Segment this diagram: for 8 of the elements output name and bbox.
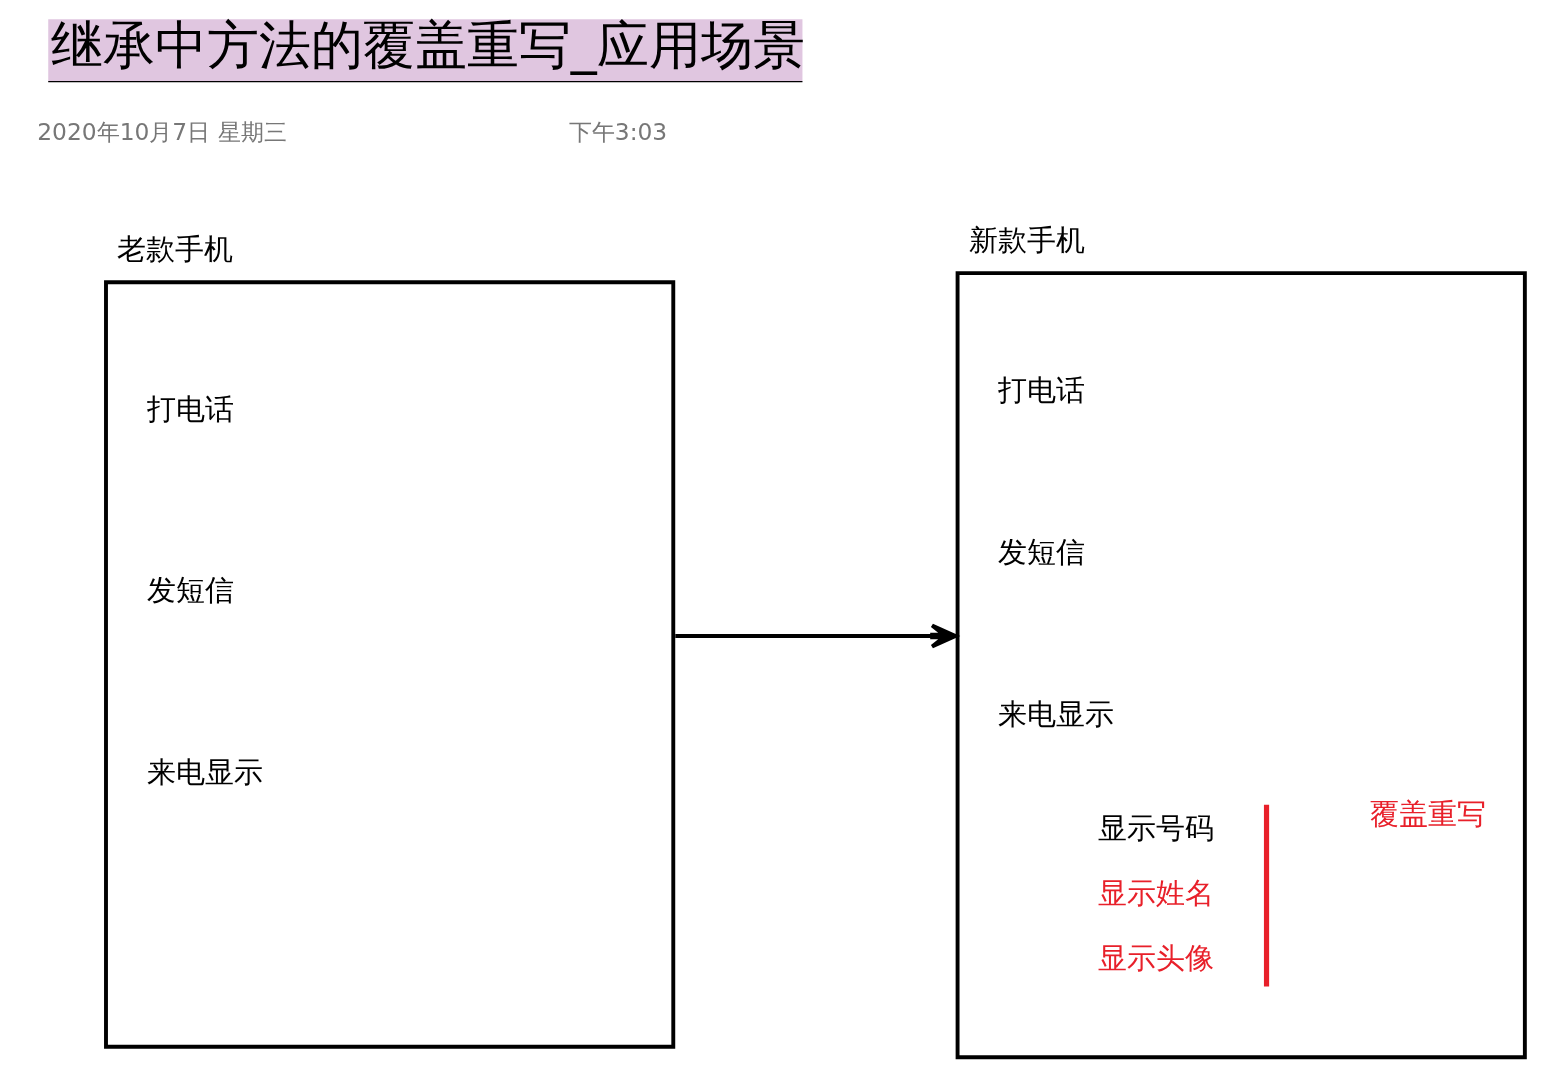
label: 下午3:03 [568, 117, 668, 146]
node-label: 新款手机 [968, 222, 1085, 257]
arrow [675, 623, 958, 649]
node-box: 打电话 发短信 来电显示 显示号码 覆盖重写 显示姓名 显示头像 [955, 271, 1527, 1060]
node-box: 打电话 发短信 来电显示 [104, 280, 676, 1049]
node-label: 老款手机 [117, 231, 234, 266]
label: 2020年10月7日 星期三 [37, 117, 287, 146]
diagram-title: 继承中方法的覆盖重写_应用场景 [50, 15, 805, 76]
